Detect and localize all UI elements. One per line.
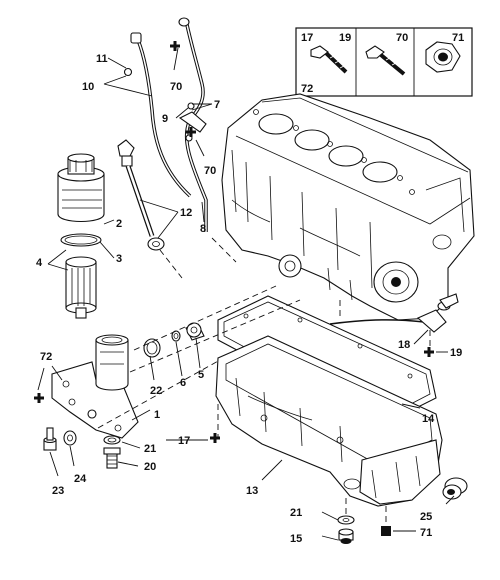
drain-plug-group (337, 515, 355, 544)
callout-6: 6 (180, 377, 186, 389)
dipstick (178, 17, 208, 232)
callout-labels: 11 10 70 7 9 70 12 8 2 3 4 72 22 6 5 1 2… (36, 53, 462, 545)
callout-9: 9 (162, 113, 168, 125)
key-label-70: 70 (396, 32, 408, 44)
housing-seals (143, 322, 205, 358)
cross-marker-70-top (170, 41, 180, 51)
callout-17: 17 (178, 435, 190, 447)
torque-cross-markers (34, 41, 448, 536)
washer-24 (63, 430, 77, 446)
key-label-72: 72 (301, 83, 313, 95)
callout-11: 11 (96, 53, 108, 65)
key-label-17: 17 (301, 32, 313, 44)
key-label-71: 71 (452, 32, 464, 44)
oil-filter-housing (51, 334, 139, 439)
callout-21-left: 21 (144, 443, 156, 455)
cross-marker-19 (424, 347, 434, 357)
callout-1: 1 (154, 409, 160, 421)
callout-12: 12 (180, 207, 192, 219)
callout-3: 3 (116, 253, 122, 265)
housing-bolt (43, 427, 57, 451)
callout-20: 20 (144, 461, 156, 473)
callout-21-bottom: 21 (290, 507, 302, 519)
oil-pressure-switch (103, 435, 121, 469)
alignment-lines (97, 237, 431, 526)
key-label-19: 19 (339, 32, 351, 44)
callout-8: 8 (200, 223, 206, 235)
hex-bolt-icon (365, 45, 406, 76)
callout-25: 25 (420, 511, 432, 523)
callout-72: 72 (40, 351, 52, 363)
flange-bolt-icon (310, 45, 348, 74)
oil-pan (215, 335, 443, 507)
callout-13: 13 (246, 485, 258, 497)
callout-70-top: 70 (170, 81, 182, 93)
callout-15: 15 (290, 533, 302, 545)
cross-marker-17 (210, 433, 220, 443)
callout-7: 7 (214, 99, 220, 111)
callout-24: 24 (74, 473, 87, 485)
fastener-key-table: 17 19 72 70 71 (295, 27, 473, 97)
dipstick-tube (123, 32, 192, 198)
callout-18: 18 (398, 339, 410, 351)
callout-23: 23 (52, 485, 64, 497)
callout-14: 14 (422, 413, 435, 425)
cross-marker-72 (34, 393, 44, 403)
callout-5: 5 (198, 369, 204, 381)
cross-marker-70-mid (186, 127, 196, 137)
callout-70-mid: 70 (204, 165, 216, 177)
engine-block (221, 93, 475, 321)
oil-filter-element (65, 256, 97, 319)
crank-sensor (329, 293, 459, 333)
square-marker-71 (381, 526, 391, 536)
callout-19: 19 (450, 347, 462, 359)
callout-10: 10 (82, 81, 94, 93)
leader-lines (47, 47, 455, 541)
callout-71: 71 (420, 527, 432, 539)
callout-4: 4 (36, 257, 43, 269)
oil-level-sensor (117, 139, 165, 251)
oil-filter-cap (57, 153, 105, 222)
callout-22: 22 (150, 385, 162, 397)
sump-plug (442, 477, 468, 500)
callout-2: 2 (116, 218, 122, 230)
flange-nut-icon (425, 41, 461, 73)
